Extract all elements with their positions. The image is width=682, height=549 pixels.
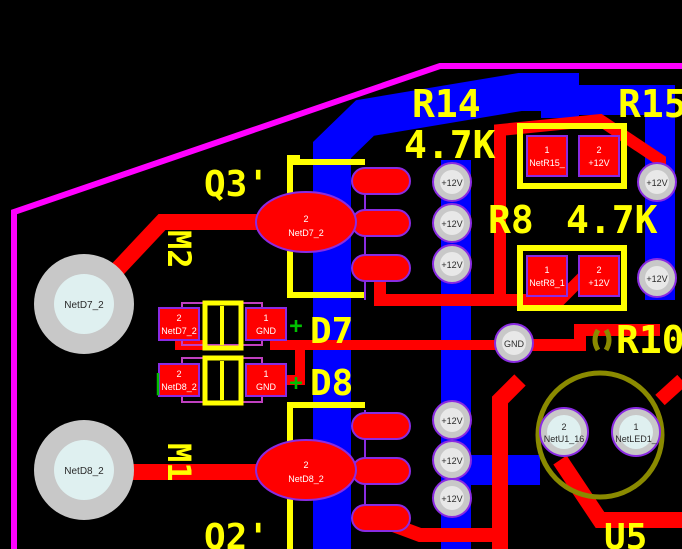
- q2-net-name: NetD8_2: [288, 474, 324, 484]
- q2-lead-3[interactable]: [351, 504, 411, 532]
- q3-lead-3[interactable]: [351, 254, 411, 282]
- r8-pad-2[interactable]: [578, 255, 620, 297]
- d8-label: D8: [310, 363, 353, 404]
- r8-label: R8: [488, 198, 534, 242]
- pad-net: NetLED1_: [615, 434, 658, 444]
- q3-tab-pad[interactable]: [255, 191, 357, 253]
- via-12v-1[interactable]: +12V: [432, 162, 472, 202]
- r14-label: R14: [412, 82, 481, 126]
- via-label: +12V: [646, 178, 667, 188]
- pad-net: GND: [256, 326, 277, 336]
- q3-net-name: NetD7_2: [288, 228, 324, 238]
- led1-pad[interactable]: 1 NetLED1_: [611, 407, 661, 457]
- pad-net: +12V: [588, 278, 609, 288]
- d7-label: D7: [310, 311, 353, 352]
- r14-value: 4.7K: [404, 123, 496, 167]
- trace-gnd-right: [510, 324, 660, 351]
- r8-pad-1[interactable]: [526, 255, 568, 297]
- trace-r15-loop: [374, 113, 666, 306]
- u5-label: U5: [604, 517, 647, 549]
- r15-pad-1[interactable]: [526, 135, 568, 177]
- via-label: +12V: [441, 416, 462, 426]
- component-led-ring[interactable]: 2 NetU1_16 1 NetLED1_: [535, 370, 665, 500]
- q3-label: Q3': [204, 164, 269, 205]
- d8-polarity-marker: +: [289, 371, 302, 396]
- r10-label: R10: [616, 318, 682, 362]
- q2-label: Q2': [204, 517, 269, 549]
- via-12v-4[interactable]: +12V: [432, 400, 472, 440]
- component-r15[interactable]: 1 NetR15_ 2 +12V: [517, 123, 627, 189]
- via-12v-2[interactable]: +12V: [432, 203, 472, 243]
- pad-net: +12V: [588, 158, 609, 168]
- via-label: +12V: [441, 494, 462, 504]
- pad-number: 1: [633, 422, 638, 432]
- pad-number: 2: [596, 265, 601, 275]
- d7-polarity-marker: +: [289, 314, 302, 339]
- via-12v-6[interactable]: +12V: [432, 478, 472, 518]
- via-label: +12V: [441, 219, 462, 229]
- d8-pad-1[interactable]: [245, 363, 287, 397]
- component-q2[interactable]: 2 NetD8_2: [255, 402, 411, 549]
- pad-net: GND: [256, 382, 277, 392]
- via-12v-3[interactable]: +12V: [432, 244, 472, 284]
- q2-lead-1[interactable]: [351, 412, 411, 440]
- component-d8[interactable]: 2 NetD8_2 1 GND: [158, 355, 287, 406]
- pad-number: 1: [544, 145, 549, 155]
- q3-lead-2[interactable]: [351, 209, 411, 237]
- board-outline: [11, 63, 682, 549]
- via-12v-5[interactable]: +12V: [432, 440, 472, 480]
- q2-lead-2[interactable]: [351, 457, 411, 485]
- r15-pad-2[interactable]: [578, 135, 620, 177]
- d7-pad-1[interactable]: [245, 307, 287, 341]
- pad-net: NetD8_2: [161, 382, 197, 392]
- pad-net: NetD7_2: [161, 326, 197, 336]
- via-gnd[interactable]: GND: [494, 323, 534, 363]
- pad-number: 2: [561, 422, 566, 432]
- pad-number: 1: [544, 265, 549, 275]
- q3-pin-number: 2: [303, 214, 308, 224]
- q3-lead-1[interactable]: [351, 167, 411, 195]
- via-label: +12V: [441, 260, 462, 270]
- through-hole-pad-netd8-2[interactable]: NetD8_2: [34, 420, 134, 520]
- pad-net: NetR15_: [529, 158, 566, 168]
- m2-label: M2: [160, 230, 198, 269]
- trace-led-right: [655, 374, 682, 406]
- bottom-trace-right: [560, 85, 675, 300]
- pad-label: NetD7_2: [64, 300, 104, 311]
- u1-pad[interactable]: 2 NetU1_16: [539, 407, 589, 457]
- d8-pad-2[interactable]: [158, 363, 200, 397]
- d8-left-marker: |: [151, 371, 164, 396]
- component-q3[interactable]: 2 NetD7_2: [255, 155, 411, 300]
- component-d7[interactable]: 2 NetD7_2 1 GND: [158, 300, 287, 351]
- pad-number: 1: [263, 369, 268, 379]
- m1-label: M1: [160, 443, 198, 482]
- pad-net: NetR8_1: [529, 278, 565, 288]
- q2-pin-number: 2: [303, 460, 308, 470]
- d7-pad-2[interactable]: [158, 307, 200, 341]
- r15-label: R15: [618, 82, 682, 126]
- r10-marker: [592, 328, 612, 352]
- via-12v-7[interactable]: +12V: [637, 162, 677, 202]
- component-r8[interactable]: 1 NetR8_1 2 +12V: [517, 245, 627, 311]
- pad-label: NetD8_2: [64, 466, 104, 477]
- pad-number: 2: [596, 145, 601, 155]
- pad-number: 2: [176, 369, 181, 379]
- pad-number: 2: [176, 313, 181, 323]
- through-hole-pad-netd7-2[interactable]: NetD7_2: [34, 254, 134, 354]
- trace-u1-left: [492, 374, 526, 549]
- pad-net: NetU1_16: [544, 434, 585, 444]
- via-label: GND: [504, 339, 525, 349]
- trace-u1-bottom: [553, 455, 682, 528]
- pad-number: 1: [263, 313, 268, 323]
- via-label: +12V: [441, 456, 462, 466]
- r8-value: 4.7K: [566, 198, 658, 242]
- via-label: +12V: [646, 274, 667, 284]
- q2-tab-pad[interactable]: [255, 439, 357, 501]
- via-12v-8[interactable]: +12V: [637, 258, 677, 298]
- via-label: +12V: [441, 178, 462, 188]
